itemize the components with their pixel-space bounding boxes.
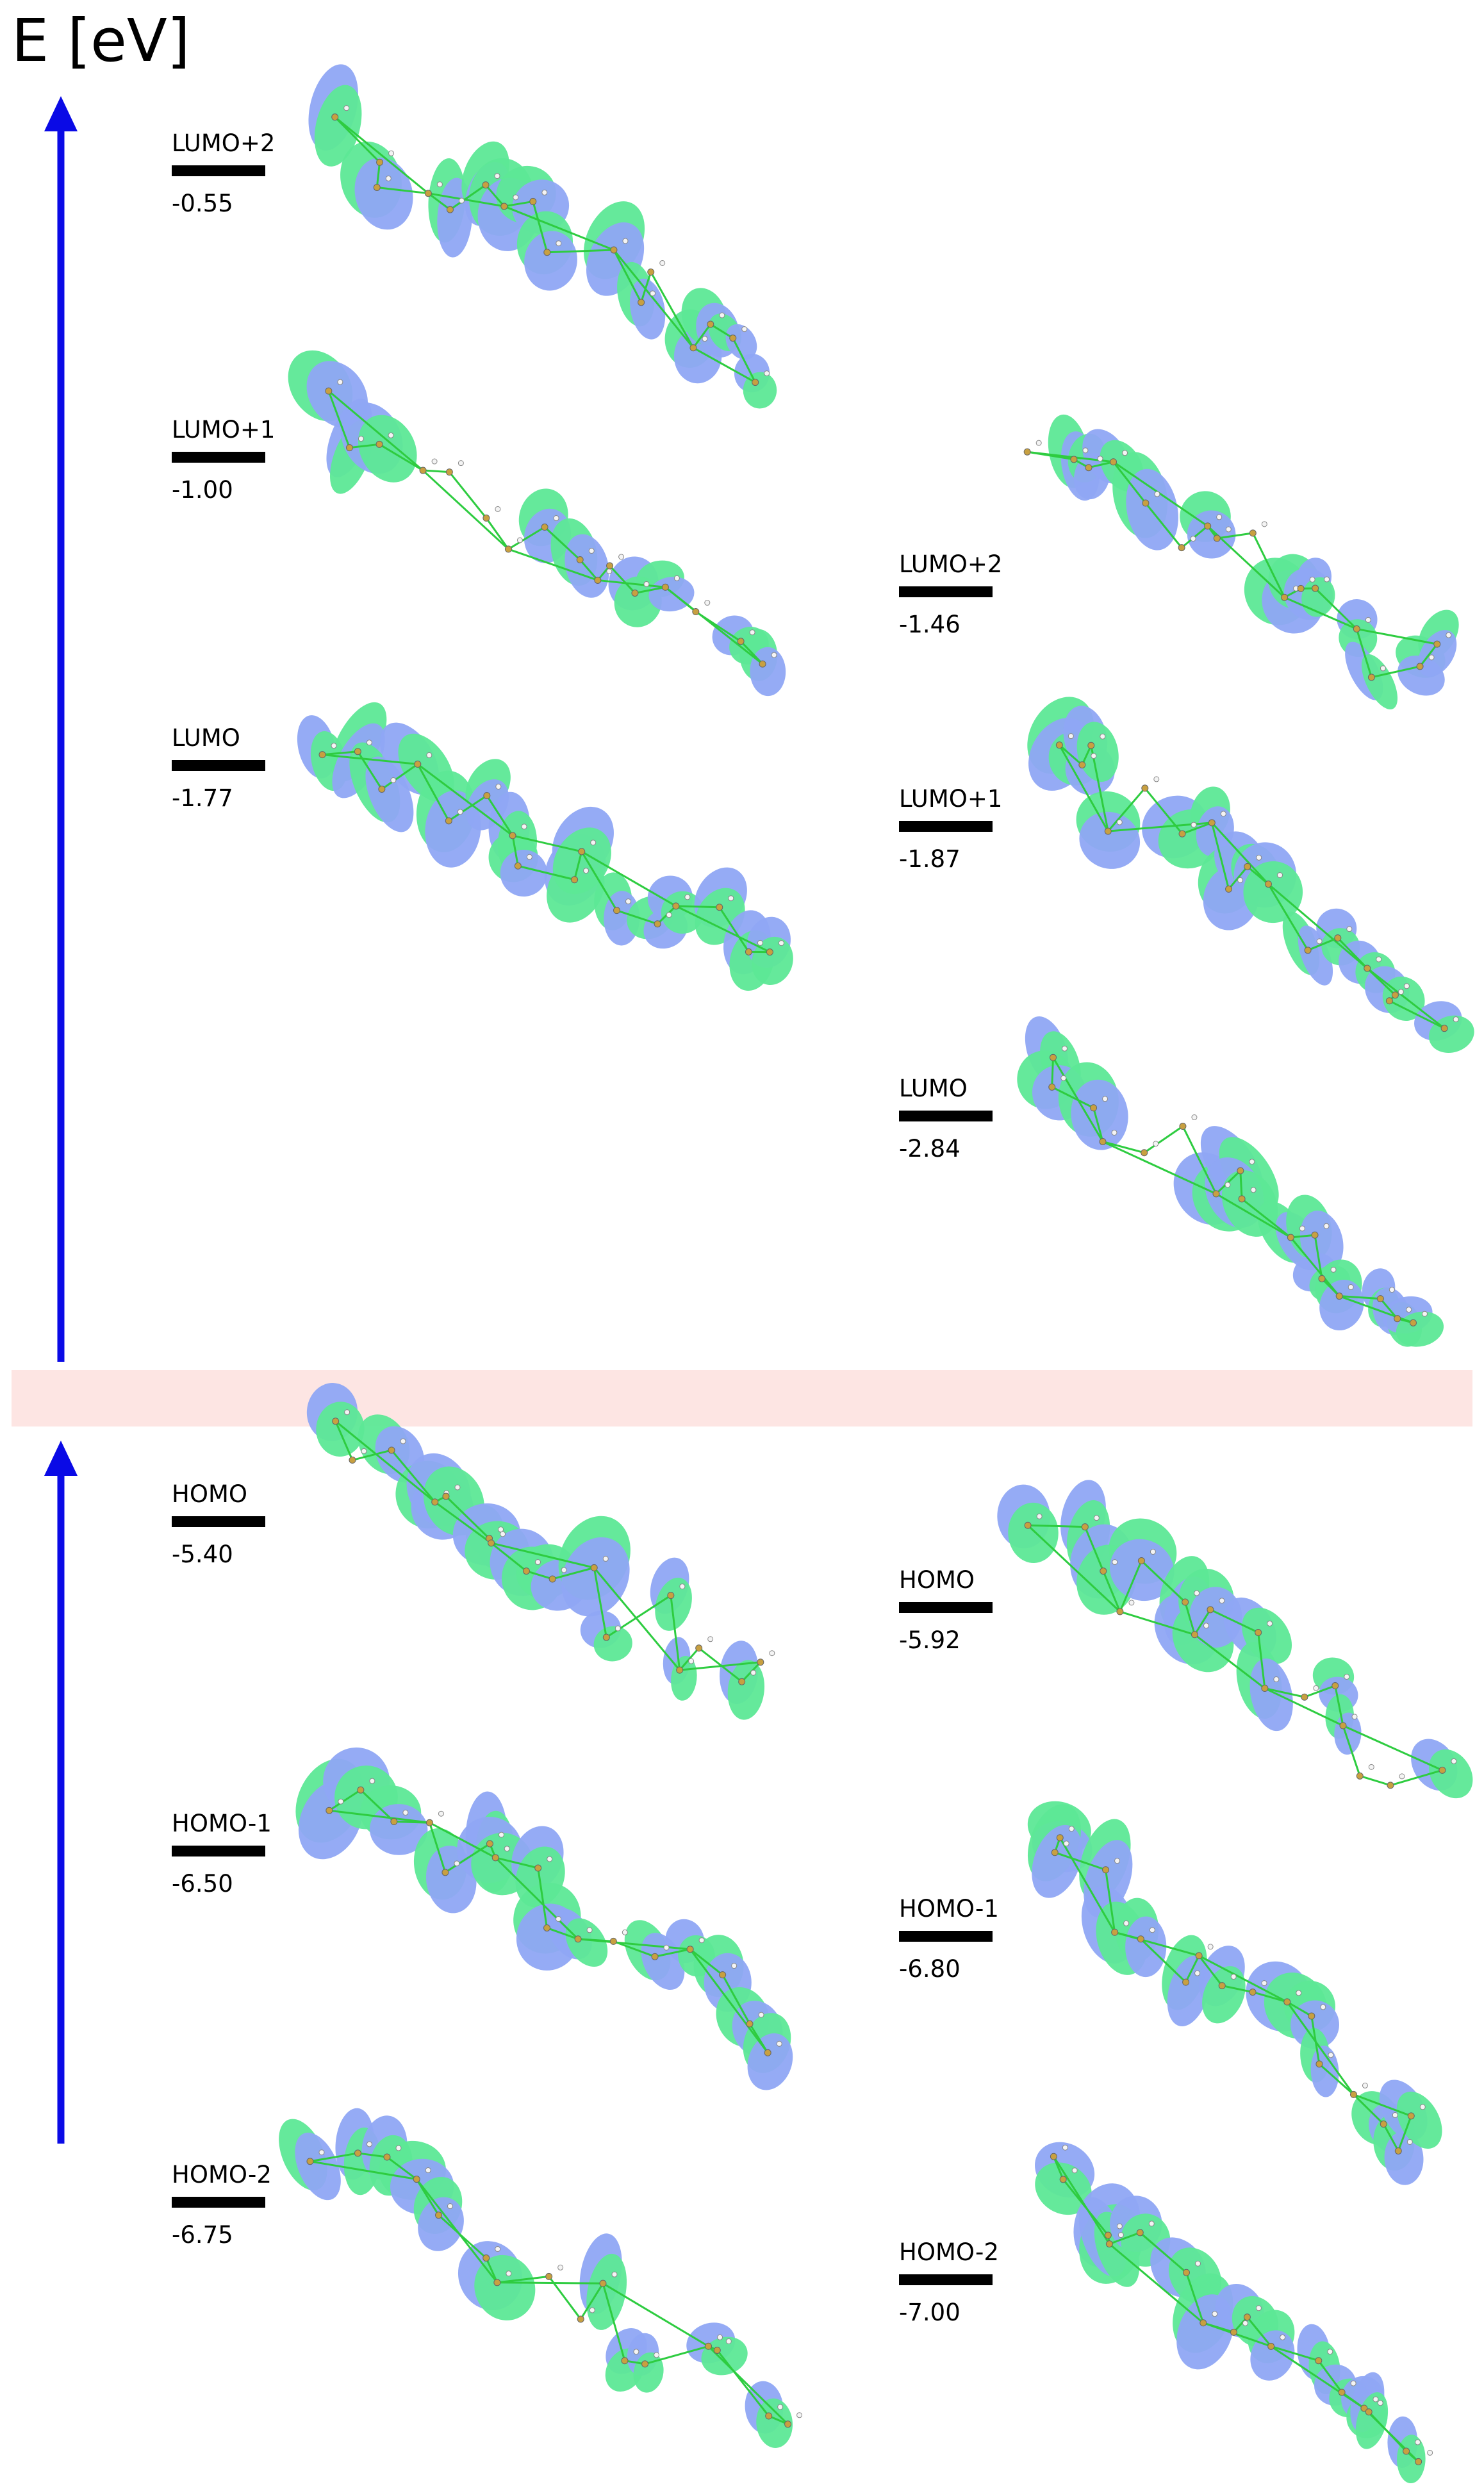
level-label: LUMO+2 — [172, 129, 276, 157]
level-label: HOMO-1 — [172, 1810, 272, 1837]
left-homo2-orbital — [279, 2108, 803, 2448]
orbital-lobes — [1027, 697, 1474, 1053]
left-level-lumo: LUMO -1.77 — [172, 726, 274, 810]
level-label: LUMO+1 — [899, 785, 1003, 813]
level-label: HOMO-1 — [899, 1895, 999, 1923]
left-level-homo1: HOMO-1 -6.50 — [172, 1812, 274, 1896]
level-label: LUMO — [899, 1075, 968, 1102]
orbital-lobes — [297, 702, 793, 991]
level-label: LUMO+2 — [899, 550, 1003, 578]
level-energy: -0.55 — [172, 190, 233, 217]
level-energy: -6.80 — [899, 1955, 960, 1983]
molecule-skeleton — [1055, 733, 1459, 1032]
level-bar — [172, 2197, 265, 2208]
left-lumo1-orbital — [288, 350, 786, 697]
orbital-lobes — [295, 1747, 793, 2090]
level-bar — [899, 586, 993, 597]
left-level-homo: HOMO -5.40 — [172, 1482, 274, 1566]
molecule-skeleton — [332, 1409, 775, 1685]
molecule-skeleton — [1051, 1826, 1426, 2154]
molecule-skeleton — [318, 740, 784, 956]
lower-energy-arrowhead — [44, 1441, 78, 1476]
level-energy: -5.40 — [172, 1541, 233, 1568]
left-level-homo2: HOMO-2 -6.75 — [172, 2163, 274, 2247]
level-bar — [899, 1602, 993, 1613]
level-bar — [172, 760, 265, 771]
level-bar — [172, 165, 265, 176]
right-level-homo1: HOMO-1 -6.80 — [899, 1897, 1002, 1981]
molecule-skeleton — [325, 379, 777, 668]
upper-energy-arrowhead — [44, 96, 78, 131]
right-homo2-orbital — [1035, 2142, 1433, 2484]
level-bar — [899, 1111, 993, 1121]
left-homo-orbital — [306, 1383, 775, 1720]
level-bar — [899, 2274, 993, 2285]
orbital-lobes — [306, 1383, 765, 1720]
molecule-skeleton — [1050, 2144, 1433, 2465]
molecule-skeleton — [1023, 440, 1452, 681]
level-energy: -6.50 — [172, 1870, 233, 1898]
orbital-lobes — [1035, 2142, 1426, 2484]
level-label: LUMO+1 — [172, 416, 276, 443]
right-lumo1-orbital — [1027, 697, 1474, 1053]
level-bar — [899, 821, 993, 832]
level-label: HOMO — [172, 1480, 247, 1508]
level-energy: -5.92 — [899, 1626, 960, 1654]
right-lumo2-orbital — [1023, 414, 1459, 709]
right-homo-orbital — [997, 1480, 1473, 1799]
left-lumo2-orbital — [308, 64, 777, 409]
right-level-lumo1: LUMO+1 -1.87 — [899, 787, 1002, 871]
right-level-lumo: LUMO -2.84 — [899, 1077, 1002, 1161]
level-bar — [172, 1516, 265, 1527]
level-label: HOMO-2 — [899, 2238, 999, 2266]
level-label: LUMO — [172, 724, 240, 752]
level-energy: -1.46 — [899, 611, 960, 638]
orbital-lobes — [308, 64, 777, 409]
molecule-skeleton — [1048, 1045, 1428, 1327]
level-bar — [172, 1846, 265, 1856]
level-bar — [899, 1931, 993, 1942]
energy-gap-band — [12, 1370, 1472, 1426]
level-label: HOMO-2 — [172, 2161, 272, 2188]
right-level-homo: HOMO -5.92 — [899, 1568, 1002, 1652]
molecule-skeleton — [331, 105, 770, 386]
left-level-lumo2: LUMO+2 -0.55 — [172, 129, 276, 217]
energy-axis-title: E [eV] — [12, 6, 190, 75]
level-label: HOMO — [899, 1566, 975, 1594]
left-lumo-orbital — [297, 702, 793, 991]
molecule-skeleton — [306, 2141, 803, 2428]
orbital-lobes — [288, 350, 786, 697]
level-energy: -1.77 — [172, 784, 233, 812]
right-level-homo2: HOMO-2 -7.00 — [899, 2240, 1002, 2324]
level-energy: -7.00 — [899, 2299, 960, 2326]
orbital-lobes — [997, 1480, 1473, 1799]
level-energy: -1.87 — [899, 845, 960, 873]
left-level-lumo1: LUMO+1 -1.00 — [172, 416, 276, 504]
level-energy: -1.00 — [172, 476, 233, 504]
molecule-skeleton — [1024, 1513, 1457, 1789]
level-bar — [172, 452, 265, 463]
level-energy: -6.75 — [172, 2221, 233, 2249]
right-homo1-orbital — [1027, 1801, 1442, 2185]
level-energy: -2.84 — [899, 1135, 960, 1162]
molecule-skeleton — [326, 1778, 782, 2056]
orbital-lobes — [279, 2108, 793, 2448]
left-homo1-orbital — [295, 1747, 793, 2090]
right-lumo-orbital — [1017, 1016, 1444, 1347]
right-level-lumo2: LUMO+2 -1.46 — [899, 552, 1002, 636]
